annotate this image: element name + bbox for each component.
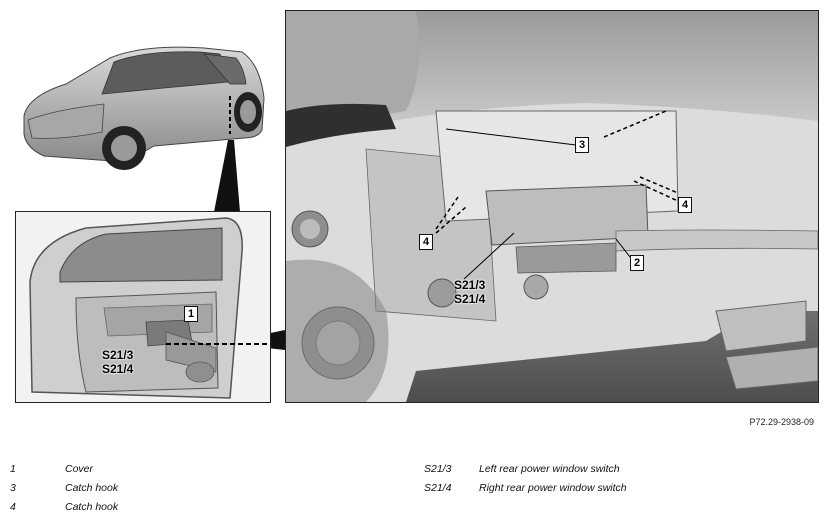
- callout-main-2: 2: [630, 255, 645, 271]
- legend-number: S21/4: [424, 482, 452, 494]
- legend-text: Right rear power window switch: [479, 482, 627, 494]
- legend-right: S21/3 Left rear power window switch S21/…: [424, 463, 818, 501]
- legend-row: S21/3 Left rear power window switch: [424, 463, 818, 482]
- door-illustration: [29, 217, 270, 399]
- legend-row: 1 Cover: [10, 463, 370, 482]
- callout-door-s21-4: S21/4: [102, 362, 134, 376]
- door-detail-panel: 1 S21/3 S21/4: [15, 211, 271, 403]
- legend-row: 3 Catch hook: [10, 482, 370, 501]
- callout-main-s21-3: S21/3: [454, 278, 486, 292]
- callout-main-4-right: 4: [678, 197, 693, 213]
- switch-assembly-illustration: [286, 11, 818, 402]
- callout-main-3: 3: [575, 137, 590, 153]
- callout-main-4-left: 4: [419, 234, 434, 250]
- legend-text: Cover: [65, 463, 94, 475]
- figure-reference: P72.29-2938-09: [749, 417, 814, 427]
- legend-number: S21/3: [424, 463, 452, 475]
- legend-text: Left rear power window switch: [479, 463, 620, 475]
- legend-text: Catch hook: [65, 501, 119, 513]
- legend-left: 1 Cover 3 Catch hook 4 Catch hook: [10, 463, 370, 520]
- legend-row: S21/4 Right rear power window switch: [424, 482, 818, 501]
- legend-row: 4 Catch hook: [10, 501, 370, 520]
- callout-door-s21-3: S21/3: [102, 348, 134, 362]
- legend-number: 4: [10, 501, 16, 513]
- legend-number: 3: [10, 482, 16, 494]
- legend-text: Catch hook: [65, 482, 119, 494]
- callout-door-1: 1: [184, 306, 199, 322]
- legend-number: 1: [10, 463, 16, 475]
- main-detail-panel: 3 4 4 2 S21/3 S21/4: [285, 10, 819, 403]
- callout-main-s21-4: S21/4: [454, 292, 486, 306]
- car-illustration: [23, 46, 265, 170]
